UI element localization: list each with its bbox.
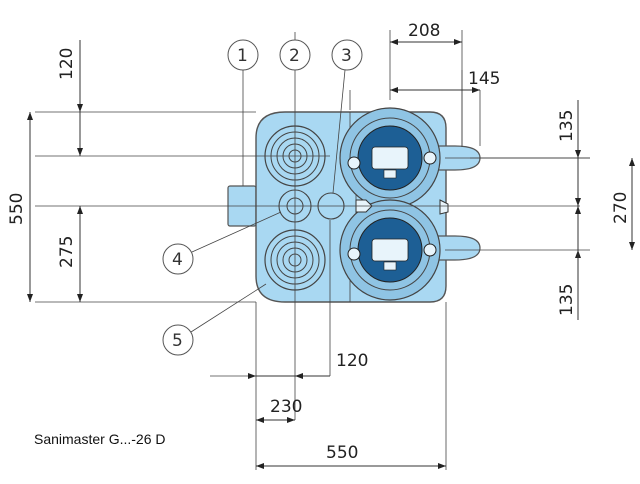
dim-left-total-height: 550 bbox=[7, 193, 27, 225]
callout-2-number: 2 bbox=[289, 46, 300, 66]
callout-5: 5 bbox=[162, 283, 267, 356]
callout-1-number: 1 bbox=[237, 46, 248, 66]
callouts: 1 2 3 4 5 bbox=[162, 39, 363, 356]
dim-right-upper-outlet: 135 bbox=[557, 110, 577, 142]
dim-bottom-mid: 230 bbox=[270, 397, 302, 417]
model-caption: Sanimaster G...-26 D bbox=[34, 431, 166, 447]
dim-left-top-offset: 120 bbox=[57, 48, 77, 80]
callout-3: 3 bbox=[331, 39, 363, 194]
dimension-lines bbox=[27, 39, 635, 469]
callout-4: 4 bbox=[162, 211, 282, 275]
lower-pump bbox=[339, 199, 481, 301]
callout-1: 1 bbox=[227, 39, 259, 186]
dim-bottom-total: 550 bbox=[326, 443, 358, 463]
extension-lines bbox=[35, 30, 590, 470]
upper-pump bbox=[339, 107, 481, 209]
dimension-labels: 208 145 550 120 275 135 270 135 120 230 … bbox=[7, 21, 631, 463]
callout-5-number: 5 bbox=[172, 331, 183, 351]
dim-left-center-height: 275 bbox=[57, 236, 77, 268]
dim-top-right-width: 145 bbox=[468, 69, 500, 89]
dim-top-width: 208 bbox=[408, 21, 440, 41]
callout-4-number: 4 bbox=[172, 250, 183, 270]
callout-2: 2 bbox=[279, 39, 311, 71]
dim-bottom-small: 120 bbox=[336, 351, 368, 371]
dim-right-outlet-spacing: 270 bbox=[611, 192, 631, 224]
dim-right-lower-outlet: 135 bbox=[557, 284, 577, 316]
callout-3-number: 3 bbox=[341, 46, 352, 66]
